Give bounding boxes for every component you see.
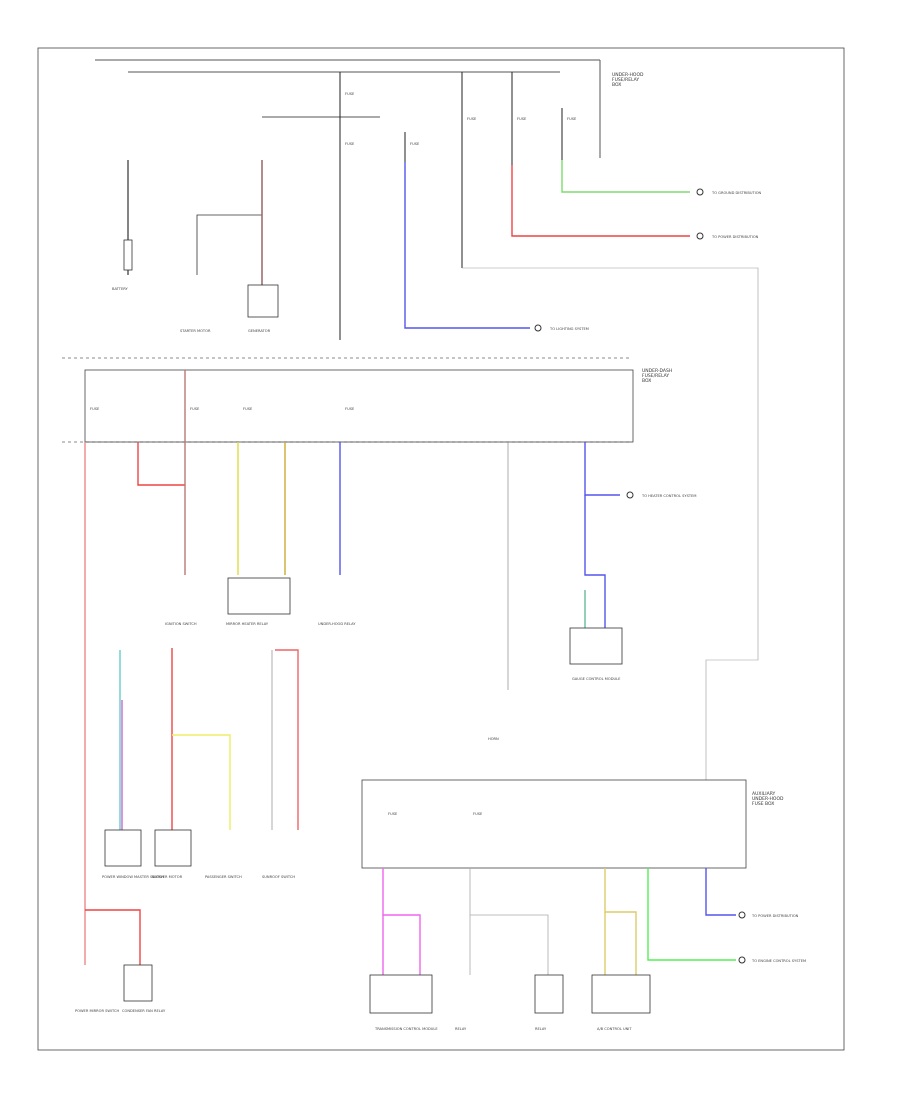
tcm-box <box>369 974 433 1014</box>
battery-label: BATTERY <box>112 287 129 291</box>
mirror-box <box>123 964 153 1002</box>
ref-label: TO POWER DISTRIBUTION <box>751 914 799 918</box>
blower-box <box>154 829 192 867</box>
component-label: RELAY <box>455 1027 467 1031</box>
component-label: GAUGE CONTROL MODULE <box>572 677 621 681</box>
component-label: POWER WINDOW MASTER SWITCH <box>102 875 164 879</box>
ref-label: TO POWER DISTRIBUTION <box>711 235 759 239</box>
component-label: CONDENSER FAN RELAY <box>122 1009 166 1013</box>
fuse-label: FUSE <box>345 142 355 146</box>
battery-group: BATTERY <box>112 160 133 291</box>
component-label: HORN <box>488 737 499 741</box>
wire-thin <box>462 267 759 780</box>
fuse-label: FUSE <box>467 117 477 121</box>
fuse-label: FUSE <box>517 117 527 121</box>
component-label: POWER MIRROR SWITCH <box>75 1009 119 1013</box>
aux-wires <box>382 868 736 975</box>
ref-label: TO ENGINE CONTROL SYSTEM <box>751 959 806 963</box>
component-label: RELAY <box>535 1027 547 1031</box>
wire-blue-top <box>404 162 530 329</box>
gauge-box <box>569 627 623 665</box>
ref-label: TO LIGHTING SYSTEM <box>549 327 589 331</box>
fuse-label: FUSE <box>345 92 355 96</box>
power-window-box <box>104 829 142 867</box>
component-label: MIRROR HEATER RELAY <box>226 622 269 626</box>
generator-icon <box>247 284 279 318</box>
component-label: BLOWER MOTOR <box>152 875 183 879</box>
top-fuses: FUSE FUSE FUSE FUSE FUSE FUSE <box>339 72 577 340</box>
ab-control-box <box>591 974 651 1014</box>
fuse-label: FUSE <box>388 812 398 816</box>
ref-label: TO HEATER CONTROL SYSTEM <box>641 494 696 498</box>
ref-arrows-bottom: TO POWER DISTRIBUTION TO ENGINE CONTROL … <box>738 911 806 964</box>
aux-frame <box>361 779 747 869</box>
fuse-label: FUSE <box>473 812 483 816</box>
fuse-label: FUSE <box>190 407 200 411</box>
relay2-box <box>534 974 564 1014</box>
fuse-label: FUSE <box>90 407 100 411</box>
component-label: SUNROOF SWITCH <box>262 875 295 879</box>
component-label: IGNITION SWITCH <box>165 622 197 626</box>
ref-arrows-mid: TO HEATER CONTROL SYSTEM <box>626 491 696 499</box>
mid-components: MIRROR HEATER RELAY UNDER-HOOD RELAY IGN… <box>165 577 623 741</box>
under-dash-wires: FUSE FUSE FUSE FUSE <box>84 370 620 965</box>
battery-icon <box>123 239 133 271</box>
page-frame <box>37 47 845 1051</box>
fuse-label: FUSE <box>567 117 577 121</box>
ref-label: TO GROUND DISTRIBUTION <box>711 191 762 195</box>
fuse-label: FUSE <box>345 407 355 411</box>
fuse-label: FUSE <box>243 407 253 411</box>
aux-components: TRANSMISSION CONTROL MODULE RELAY RELAY … <box>369 974 651 1031</box>
ref-arrows-top: TO GROUND DISTRIBUTION TO POWER DISTRIBU… <box>534 188 762 332</box>
lower-left-components: POWER WINDOW MASTER SWITCH BLOWER MOTOR … <box>75 829 295 1013</box>
component-label: PASSENGER SWITCH <box>205 875 242 879</box>
starter-group: STARTER MOTOR GENERATOR <box>180 160 279 333</box>
component-label: TRANSMISSION CONTROL MODULE <box>374 1027 438 1031</box>
generator-label: GENERATOR <box>248 329 271 333</box>
mirror-relay-box <box>227 577 291 615</box>
fuse-label: FUSE <box>410 142 420 146</box>
component-label: A/B CONTROL UNIT <box>597 1027 632 1031</box>
lower-left-wires <box>85 648 299 965</box>
component-label: UNDER-HOOD RELAY <box>318 622 356 626</box>
wire-green <box>561 160 690 193</box>
under-dash-frame <box>84 369 634 443</box>
starter-label: STARTER MOTOR <box>180 329 211 333</box>
wire-red <box>511 165 690 237</box>
